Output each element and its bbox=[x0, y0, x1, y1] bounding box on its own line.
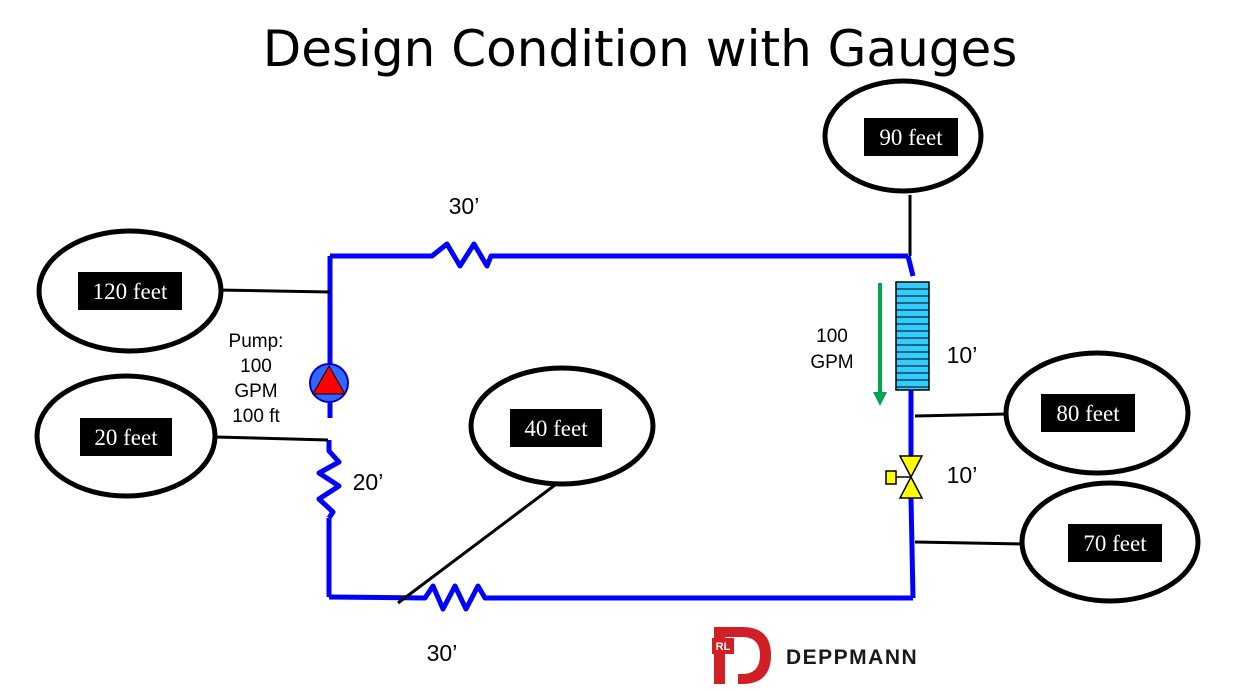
top-pipe-loss: 30’ bbox=[449, 193, 480, 219]
gauge-reading: 70 feet bbox=[1083, 531, 1147, 556]
gauge-pump-discharge: 120 feet bbox=[36, 228, 224, 354]
pump-head: 100 ft bbox=[232, 406, 280, 427]
gauge-label-bg bbox=[78, 272, 182, 310]
valve-actuator-icon bbox=[885, 470, 897, 485]
deppmann-logo: RL DEPPMANN bbox=[712, 627, 918, 684]
logo-brand-text: DEPPMANN bbox=[786, 646, 918, 669]
logo-mark-text: RL bbox=[716, 641, 731, 653]
bottom-pipe-loss: 30’ bbox=[427, 640, 458, 666]
pump bbox=[309, 363, 349, 403]
lead-line bbox=[914, 412, 1009, 418]
gauge-label-bg bbox=[864, 118, 958, 156]
gauge-label-bg bbox=[1068, 524, 1162, 562]
valve-loss: 10’ bbox=[947, 462, 978, 488]
gauge-label-bg bbox=[1041, 394, 1135, 432]
pump-triangle-icon bbox=[312, 364, 346, 395]
right-pipe-lower bbox=[908, 497, 916, 599]
right-pipe-upper bbox=[905, 255, 916, 277]
left-pipe-loss: 20’ bbox=[353, 469, 384, 495]
flow-arrow-icon bbox=[873, 283, 887, 406]
gauge-label-bg bbox=[80, 418, 172, 456]
gauge-reading: 20 feet bbox=[94, 425, 158, 450]
bottom-pipe bbox=[328, 583, 913, 612]
flow-rate-unit: GPM bbox=[810, 352, 853, 373]
gauge-reading: 80 feet bbox=[1056, 401, 1120, 426]
coil-icon bbox=[895, 281, 930, 391]
gauge-reading: 40 feet bbox=[524, 416, 588, 441]
logo-mark-icon bbox=[714, 627, 771, 684]
coil-loss: 10’ bbox=[947, 342, 978, 368]
gauge-bottom-pipe: 40 feet bbox=[468, 365, 656, 487]
pipe-loop bbox=[316, 241, 916, 612]
top-pipe bbox=[330, 241, 908, 269]
lead-line bbox=[217, 288, 331, 294]
pump-label: Pump: bbox=[229, 331, 284, 352]
pump-flow-value: 100 bbox=[240, 356, 272, 377]
gauge-label-bg bbox=[510, 409, 602, 447]
control-valve-icon bbox=[885, 455, 924, 499]
pump-flow-unit: GPM bbox=[234, 381, 277, 402]
gauge-reading: 120 feet bbox=[93, 279, 168, 304]
page-title: Design Condition with Gauges bbox=[263, 20, 1018, 78]
gauge-pump-suction: 20 feet bbox=[34, 373, 218, 499]
gauge-leads bbox=[214, 195, 1026, 605]
flow-rate-value: 100 bbox=[816, 326, 848, 347]
lead-line bbox=[397, 483, 556, 605]
pump-rating: Pump: 100 GPM 100 ft bbox=[229, 331, 284, 427]
lead-line bbox=[214, 435, 329, 442]
left-pipe-zigzag bbox=[316, 440, 342, 520]
lead-line bbox=[914, 540, 1026, 546]
gauge-reading: 90 feet bbox=[879, 125, 943, 150]
gauge-coil-top: 90 feet bbox=[822, 78, 984, 194]
gauge-coil-outlet: 80 feet bbox=[1003, 350, 1191, 476]
gauge-valve-outlet: 70 feet bbox=[1019, 480, 1201, 604]
